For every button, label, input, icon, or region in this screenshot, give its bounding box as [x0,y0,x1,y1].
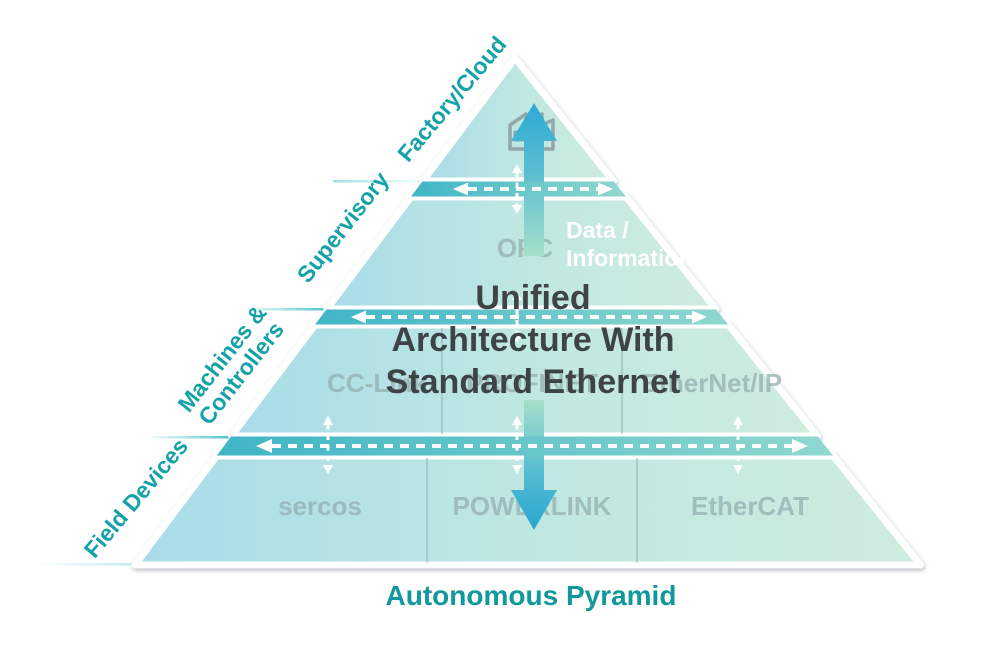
boundary-band [216,436,833,456]
arrow-up-icon [511,103,557,256]
svg-text:Standard Ethernet: Standard Ethernet [386,363,681,401]
svg-text:Information: Information [566,245,693,271]
layer-machines-controllers [228,321,821,440]
center-message: Unified Architecture With Standard Ether… [386,279,681,401]
svg-text:Unified: Unified [475,279,590,317]
protocol-ethercat: EtherCAT [691,491,809,521]
vertical-mini-arrow [512,416,522,474]
horizontal-flow-arrow [351,310,707,324]
protocol-sercos: sercos [278,491,362,521]
vertical-mini-arrow [733,416,743,474]
horizontal-flow-arrow [453,182,613,196]
tick-line-machines [145,436,240,439]
boundary-band [315,309,729,325]
horizontal-flow-arrow [256,439,808,453]
vertical-mini-arrow [512,291,522,343]
data-information-label: Data / Information [566,217,693,271]
arrow-down-icon [511,400,557,530]
vertical-mini-arrow [323,416,333,474]
vertical-mini-arrow [512,164,522,214]
protocol-cclink: CC-Link [327,368,427,398]
tick-line-factory [333,180,433,183]
protocol-profinet: PROFINET [466,368,598,398]
layer-supervisory [323,193,720,313]
protocol-ethernetip: EtherNet/IP [642,368,782,398]
svg-text:Architecture With: Architecture With [391,321,674,359]
tick-line-supervisory [240,308,337,311]
diagram-caption: Autonomous Pyramid [386,580,677,611]
svg-text:Data /: Data / [566,217,629,243]
